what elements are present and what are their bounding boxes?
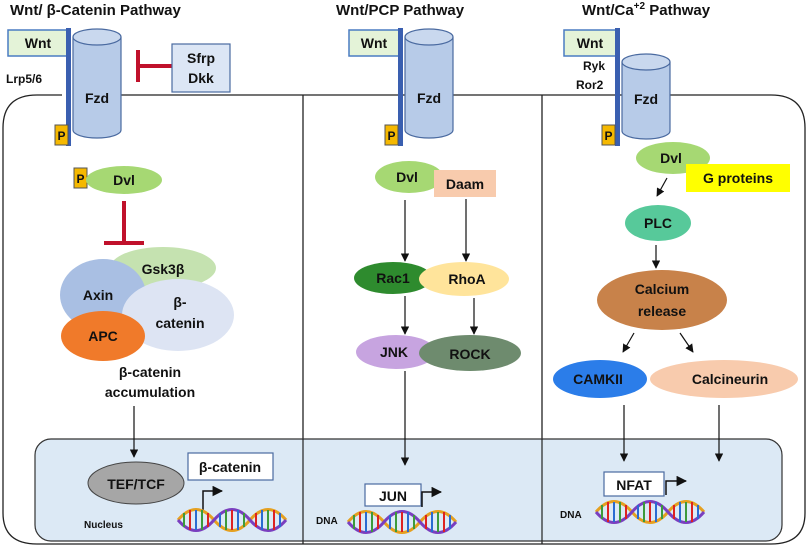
pcp-phospho-receptor <box>384 124 399 146</box>
rock-label: ROCK <box>449 346 490 362</box>
arrow-calcium-to-camkii <box>622 332 635 353</box>
jun-label: JUN <box>379 488 407 504</box>
plc-label: PLC <box>644 215 672 231</box>
calcium-phospho-receptor-label: P <box>604 129 612 143</box>
beta-catenin-label-2: catenin <box>155 315 204 331</box>
canonical-inhibition-dvl <box>104 201 144 245</box>
nuclear-beta-catenin-label: β-catenin <box>199 459 261 475</box>
rac1-node <box>354 262 432 294</box>
canonical-receptor-cylinder-icon <box>72 28 122 139</box>
accumulation-line-2: accumulation <box>105 384 195 400</box>
inhibitor-dkk: Dkk <box>188 70 214 86</box>
pcp-receptor-cylinder-icon <box>404 28 454 139</box>
canonical-title: Wnt/ β-Catenin Pathway <box>10 2 181 19</box>
canonical-phospho-dvl-label: P <box>76 172 84 186</box>
canonical-wnt-label: Wnt <box>25 35 52 51</box>
canonical-dvl <box>86 166 162 194</box>
rhoa-label: RhoA <box>448 271 485 287</box>
canonical-inhibition-sfrp <box>136 50 172 82</box>
daam-label: Daam <box>446 176 484 192</box>
plc-node <box>625 205 691 241</box>
calcium-dna-label: DNA <box>560 510 582 521</box>
jnk-node <box>356 335 436 369</box>
axin-label: Axin <box>83 287 113 303</box>
cell-membrane-outline <box>2 94 806 545</box>
canonical-dvl-label: Dvl <box>113 172 135 188</box>
calcium-fzd-label: Fzd <box>634 91 658 107</box>
pcp-wnt-label: Wnt <box>361 35 388 51</box>
calcineurin-label: Calcineurin <box>692 371 768 387</box>
rac1-label: Rac1 <box>376 270 410 286</box>
calcium-membrane-bar <box>615 28 620 146</box>
rock-node <box>419 335 521 371</box>
pcp-title: Wnt/PCP Pathway <box>336 2 465 19</box>
calcineurin-node <box>650 360 798 398</box>
pcp-phospho-receptor-label: P <box>387 129 395 143</box>
nfat-box <box>603 471 665 497</box>
beta-catenin-label-1: β- <box>173 294 187 310</box>
pcp-wnt-box <box>348 29 400 57</box>
canonical-phospho-receptor <box>54 124 69 146</box>
nuclear-beta-catenin-box <box>187 452 274 481</box>
daam-box <box>434 170 496 197</box>
canonical-membrane-bar <box>66 28 71 146</box>
tef-tcf-node <box>87 461 185 505</box>
camkii-label: CAMKII <box>573 371 623 387</box>
calcium-gene-arrow-icon <box>665 475 688 495</box>
inhibitor-sfrp: Sfrp <box>187 50 215 66</box>
calcium-wnt-box <box>563 29 617 57</box>
arrow-dvl-to-plc <box>656 177 668 197</box>
apc-node <box>61 311 145 361</box>
gsk3b-label: Gsk3β <box>142 261 185 277</box>
camkii-node <box>553 360 647 398</box>
gproteins-box <box>686 164 790 192</box>
canonical-lrp-label: Lrp5/6 <box>6 72 42 86</box>
pcp-membrane-bar <box>398 28 403 146</box>
nfat-label: NFAT <box>616 477 652 493</box>
pcp-dna-label: DNA <box>316 516 338 527</box>
apc-label: APC <box>88 328 118 344</box>
canonical-phospho-receptor-label: P <box>57 129 65 143</box>
canonical-wnt-box <box>7 29 69 57</box>
pcp-fzd-label: Fzd <box>417 90 441 106</box>
calcium-wnt-label: Wnt <box>577 35 604 51</box>
tef-tcf-label: TEF/TCF <box>107 476 165 492</box>
canonical-gene-arrow-icon <box>202 485 224 510</box>
rhoa-node <box>419 262 509 296</box>
pcp-dvl <box>375 161 443 193</box>
calcium-release-node <box>597 270 727 330</box>
pcp-dvl-label: Dvl <box>396 169 418 185</box>
calcium-phospho-receptor <box>601 124 616 146</box>
pcp-gene-arrow-icon <box>421 486 443 507</box>
canonical-fzd-label: Fzd <box>85 90 109 106</box>
arrow-calcium-to-calcineurin <box>679 332 694 353</box>
beta-catenin-node <box>122 279 234 351</box>
inhibitor-box <box>171 43 231 93</box>
ryk-label: Ryk <box>583 59 605 73</box>
calcium-title: Wnt/Ca+2 Pathway <box>582 1 711 19</box>
jun-box <box>364 483 422 507</box>
calcium-release-line-2: release <box>638 303 686 319</box>
gproteins-label: G proteins <box>703 170 773 186</box>
calcium-dvl-label: Dvl <box>660 150 682 166</box>
nucleus-label: Nucleus <box>84 520 123 531</box>
jnk-label: JNK <box>380 344 408 360</box>
accumulation-line-1: β-catenin <box>119 364 181 380</box>
calcium-release-line-1: Calcium <box>635 281 689 297</box>
ror2-label: Ror2 <box>576 78 604 92</box>
calcium-receptor-cylinder-icon <box>621 53 671 140</box>
